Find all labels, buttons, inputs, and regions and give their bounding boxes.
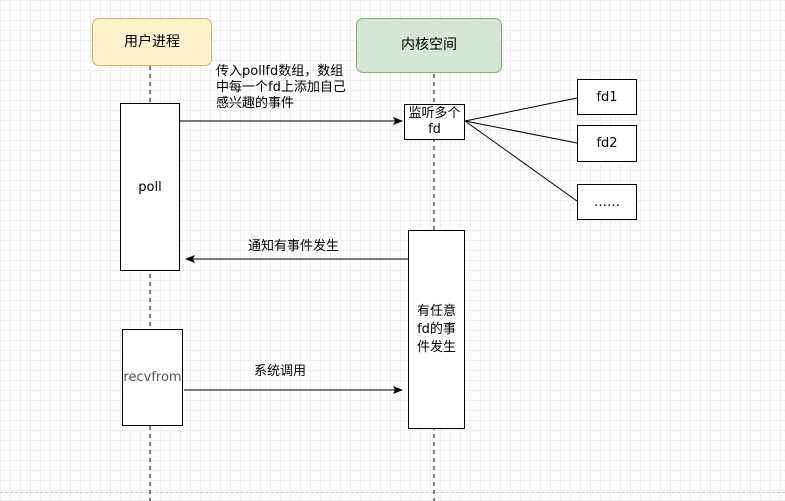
notify-message-label: 通知有事件发生: [248, 239, 340, 254]
recvfrom-label: recvfrom: [123, 370, 182, 385]
fan-line-fd2: [464, 120, 578, 144]
fan-line-fd1: [464, 97, 578, 122]
kernel-space-label: 内核空间: [401, 37, 457, 53]
monitor-fds-activation: 监听多个fd: [404, 104, 465, 140]
event-occurs-activation: 有任意fd的事件发生: [408, 230, 465, 429]
user-process-label: 用户进程: [124, 33, 180, 50]
fd2-label: fd2: [596, 136, 618, 151]
user-process-actor: 用户进程: [92, 18, 212, 66]
event-occurs-label: 有任意fd的事件发生: [416, 303, 456, 355]
syscall-message-label: 系统调用: [254, 364, 307, 379]
fd2-box: fd2: [577, 125, 637, 162]
page-break-line: [0, 492, 785, 493]
poll-label: poll: [138, 179, 162, 195]
poll-activation: poll: [120, 103, 180, 271]
monitor-fds-label: 监听多个fd: [408, 106, 461, 137]
kernel-space-actor: 内核空间: [356, 18, 502, 73]
more-fds-label: ……: [594, 194, 620, 210]
fan-line-more: [464, 120, 578, 202]
pass-pollfd-message-label: 传入pollfd数组，数组中每一个fd上添加自己感兴趣的事件: [216, 64, 346, 111]
more-fds-box: ……: [577, 184, 637, 220]
fd1-label: fd1: [596, 89, 618, 105]
fd1-box: fd1: [577, 79, 637, 115]
recvfrom-activation: recvfrom: [122, 329, 183, 426]
